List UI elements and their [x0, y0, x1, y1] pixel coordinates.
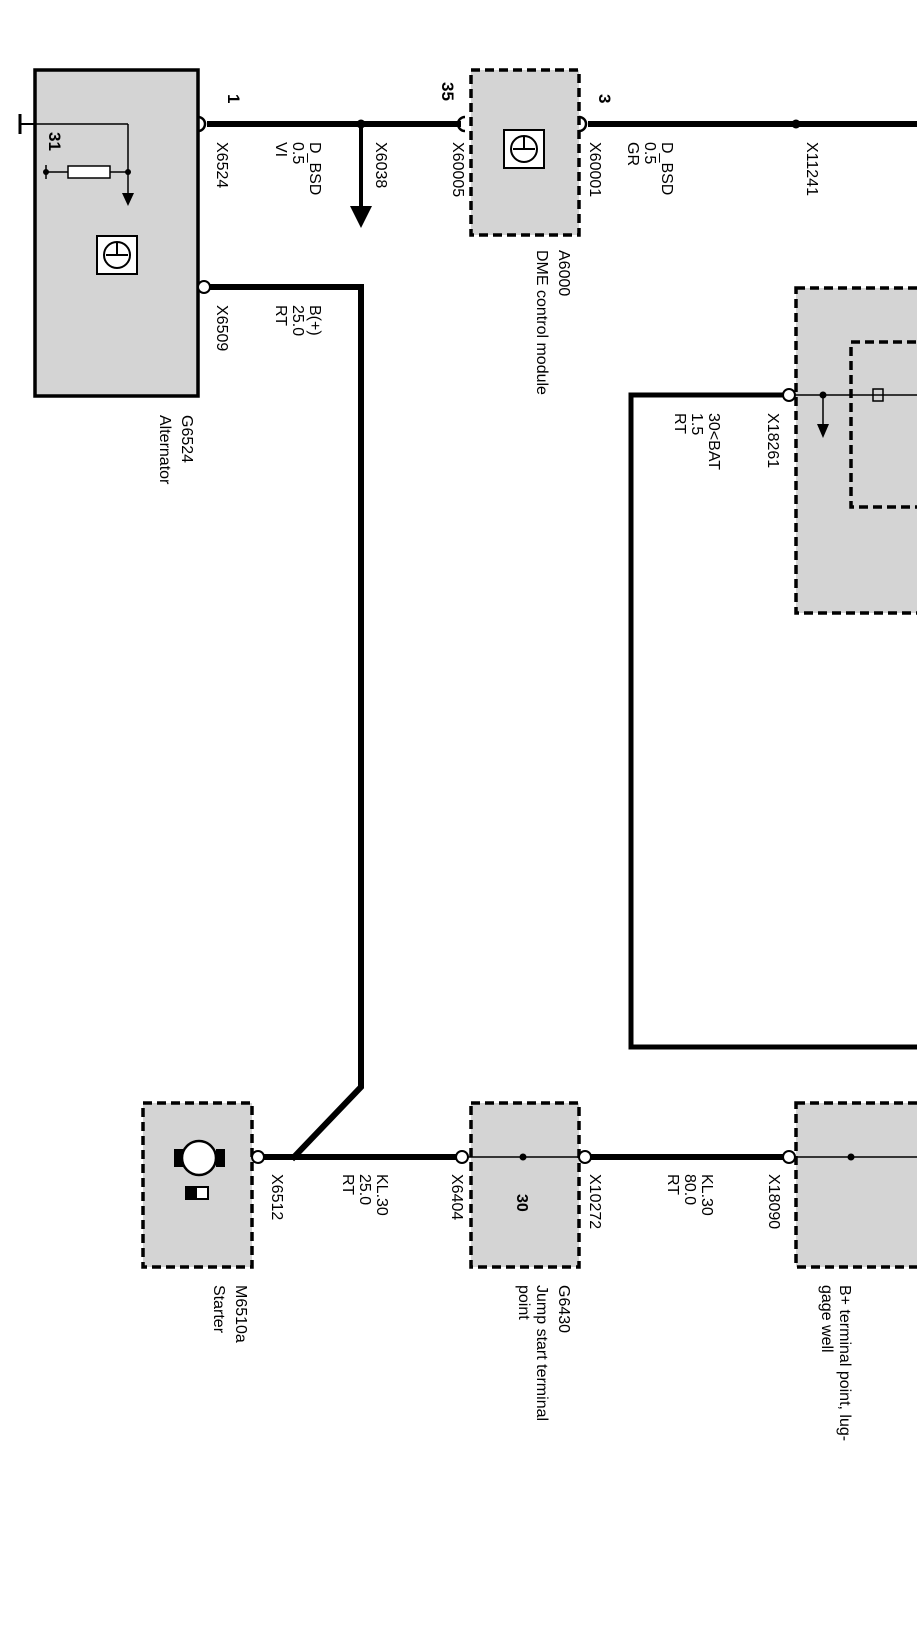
- alternator-box: [33, 68, 200, 398]
- bplus-internal-node: [847, 1153, 855, 1161]
- wire-b-plus-gauge: 25.0: [289, 305, 306, 336]
- wire-kl30-jump-color: RT: [664, 1174, 681, 1195]
- jump-start-name-line1: Jump start terminal: [533, 1285, 550, 1421]
- terminal-x60001: [578, 115, 588, 133]
- wire-b-plus-signal: B(+): [306, 305, 323, 336]
- alternator-name: Alternator: [156, 415, 173, 485]
- wire-bat-color: RT: [671, 413, 688, 434]
- dme-id: A6000: [555, 250, 572, 296]
- starter-box: [141, 1101, 254, 1269]
- connector-x6404: X6404: [448, 1174, 465, 1220]
- jump-start-id: G6430: [555, 1285, 572, 1333]
- wire-bat: [628, 392, 917, 1050]
- connector-x6509: X6509: [213, 305, 230, 351]
- wire-bsd-alt-color: VI: [272, 142, 289, 157]
- wire-kl30-starter-signal: KL.30: [373, 1174, 390, 1216]
- jump-start-box: [469, 1101, 581, 1269]
- ground-31-label: 31: [45, 132, 64, 151]
- splice-x11241: [791, 119, 801, 129]
- solenoid-icon: [185, 1186, 209, 1200]
- terminal-x6512: [251, 1150, 265, 1164]
- right-module-box: [794, 286, 917, 615]
- starter-name: Starter: [210, 1285, 227, 1334]
- right-module-arrow-icon: [817, 424, 829, 438]
- terminal-x10272: [578, 1150, 592, 1164]
- jump-start-internal-node: [519, 1153, 527, 1161]
- wire-kl30-jump-signal: KL.30: [698, 1174, 715, 1216]
- connector-x6524: X6524: [213, 142, 230, 188]
- connector-x6038: X6038: [372, 142, 389, 188]
- jump-start-terminal: 30: [513, 1194, 530, 1212]
- motor-icon: [174, 1139, 225, 1177]
- dme-pin-3: 3: [595, 94, 614, 103]
- wire-kl30-starter-gauge: 25.0: [356, 1174, 373, 1205]
- terminal-x6509: [197, 280, 211, 294]
- wire-b-plus-color: RT: [272, 305, 289, 326]
- terminal-x18261: [782, 388, 796, 402]
- dme-name: DME control module: [533, 250, 550, 395]
- x6038-arrow-icon: [350, 206, 372, 228]
- wire-bsd-dme-color: GR: [624, 142, 641, 166]
- terminal-x60005: [456, 115, 466, 133]
- connector-x6512: X6512: [268, 1174, 285, 1220]
- wire-bat-gauge: 1.5: [688, 413, 705, 435]
- connector-x18090: X18090: [765, 1174, 782, 1229]
- connector-x60005: X60005: [449, 142, 466, 197]
- terminal-x6404: [455, 1150, 469, 1164]
- alternator-pin-1: 1: [224, 94, 243, 103]
- starter-id: M6510a: [232, 1285, 249, 1343]
- connector-x18261: X18261: [764, 413, 781, 468]
- wire-bsd-dme-signal: D_BSD: [658, 142, 675, 195]
- alternator-id: G6524: [178, 415, 195, 463]
- bplus-name-line2: gage well: [818, 1285, 835, 1353]
- right-module-symbol: [872, 388, 884, 402]
- right-module-inner-box: [849, 340, 917, 509]
- dme-pin-35: 35: [438, 82, 457, 101]
- connector-x60001: X60001: [586, 142, 603, 197]
- connector-x11241: X11241: [803, 142, 820, 196]
- resistor-icon: [67, 165, 111, 179]
- wire-bsd-alt-gauge: 0.5: [289, 142, 306, 164]
- wire-b-plus: [207, 284, 364, 1162]
- terminal-x18090: [782, 1150, 796, 1164]
- wire-kl30-starter-color: RT: [339, 1174, 356, 1195]
- bplus-box: [794, 1101, 917, 1269]
- wire-kl30-jump-gauge: 80.0: [681, 1174, 698, 1205]
- wire-bsd-dme-gauge: 0.5: [641, 142, 658, 164]
- bplus-name-line1: B+ terminal point, lug-: [836, 1285, 853, 1441]
- wire-bsd-alt-signal: D_BSD: [306, 142, 323, 195]
- connector-x10272: X10272: [586, 1174, 603, 1229]
- alternator-arrow-icon: [122, 193, 134, 206]
- jump-start-name-line2: point: [515, 1285, 532, 1320]
- ground-31-node: [43, 169, 49, 175]
- alternator-transistor-icon: [96, 235, 138, 275]
- dme-transistor-icon: [503, 129, 545, 169]
- wire-bat-signal: 30<BAT: [705, 413, 722, 470]
- terminal-x6524: [197, 115, 207, 133]
